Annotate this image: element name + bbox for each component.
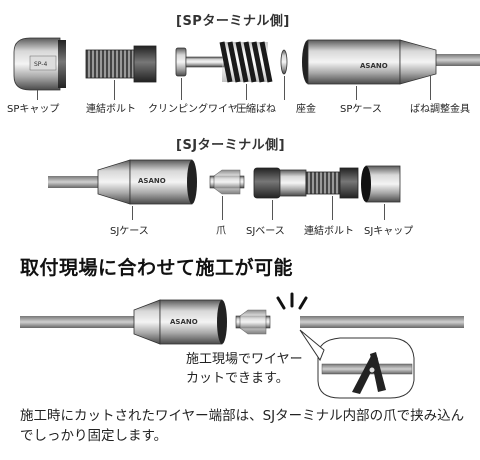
install-wire-left	[20, 316, 136, 328]
sp-cap-leader	[37, 90, 38, 100]
sp-case-leader	[356, 86, 357, 100]
washer-leader	[284, 76, 285, 100]
callout-text: 施工現場でワイヤー カットできます。	[186, 350, 303, 388]
install-case-brand: ASANO	[170, 318, 198, 326]
sp-case-brand: ASANO	[360, 62, 388, 70]
sp-cap-part	[13, 37, 66, 91]
washer-label: 座金	[296, 104, 316, 115]
sj-cap-part	[361, 165, 401, 203]
sj-bolt-leader	[332, 196, 333, 220]
sj-case-label: SJケース	[110, 226, 149, 237]
callout-line-1: 施工現場でワイヤー	[186, 352, 303, 367]
sj-cap-label: SJキャップ	[364, 226, 414, 237]
claw-label: 爪	[216, 226, 226, 237]
crimping-wire-label: クリンピングワイヤー	[148, 104, 248, 115]
sj-connecting-bolt-part	[305, 167, 359, 199]
install-claw	[235, 309, 271, 335]
spring-adjuster-label: ばね調整金具	[410, 104, 470, 115]
compression-spring-part	[219, 41, 273, 83]
footer-description: 施工時にカットされたワイヤー端部は、SJターミナル内部の爪で挟み込んでしっかり固…	[20, 408, 465, 444]
crimping-wire-leader	[181, 78, 182, 100]
spring-adjuster-leader	[430, 76, 431, 100]
sj-case-leader	[132, 206, 133, 220]
callout-pointer	[299, 329, 325, 362]
install-wire-right	[300, 316, 464, 328]
sp-section-title: [SPターミナル側]	[176, 14, 290, 29]
sj-connecting-bolt-label: 連結ボルト	[304, 226, 354, 237]
wire-cutter-icon	[321, 352, 413, 394]
claw-leader	[222, 196, 223, 220]
sp-case-label: SPケース	[340, 104, 382, 115]
sj-base-leader	[272, 200, 273, 220]
claw-part	[209, 169, 245, 195]
sp-bolt-leader	[114, 80, 115, 100]
sj-base-part	[253, 167, 307, 199]
sp-connecting-bolt-part	[85, 45, 157, 83]
sj-section-title: [SJターミナル側]	[176, 138, 286, 153]
sp-cap-stamp: SP-4	[34, 61, 47, 68]
sj-case-brand: ASANO	[138, 177, 166, 185]
sj-cap-leader	[384, 204, 385, 220]
compression-spring-label: 圧縮ばね	[236, 104, 276, 115]
washer-part	[280, 49, 288, 75]
spring-leader	[246, 84, 247, 100]
crimping-wire-part	[175, 47, 225, 77]
sj-case-part	[97, 159, 197, 205]
install-sj-case	[133, 299, 227, 345]
sj-base-label: SJベース	[246, 226, 285, 237]
install-headline: 取付現場に合わせて施工が可能	[20, 257, 294, 279]
sp-case-part	[302, 39, 437, 85]
callout-line-2: カットできます。	[186, 371, 289, 386]
sp-connecting-bolt-label: 連結ボルト	[86, 104, 136, 115]
sj-wire	[48, 176, 102, 188]
cut-mark-icon	[276, 292, 308, 310]
sp-cap-label: SPキャップ	[7, 104, 60, 115]
